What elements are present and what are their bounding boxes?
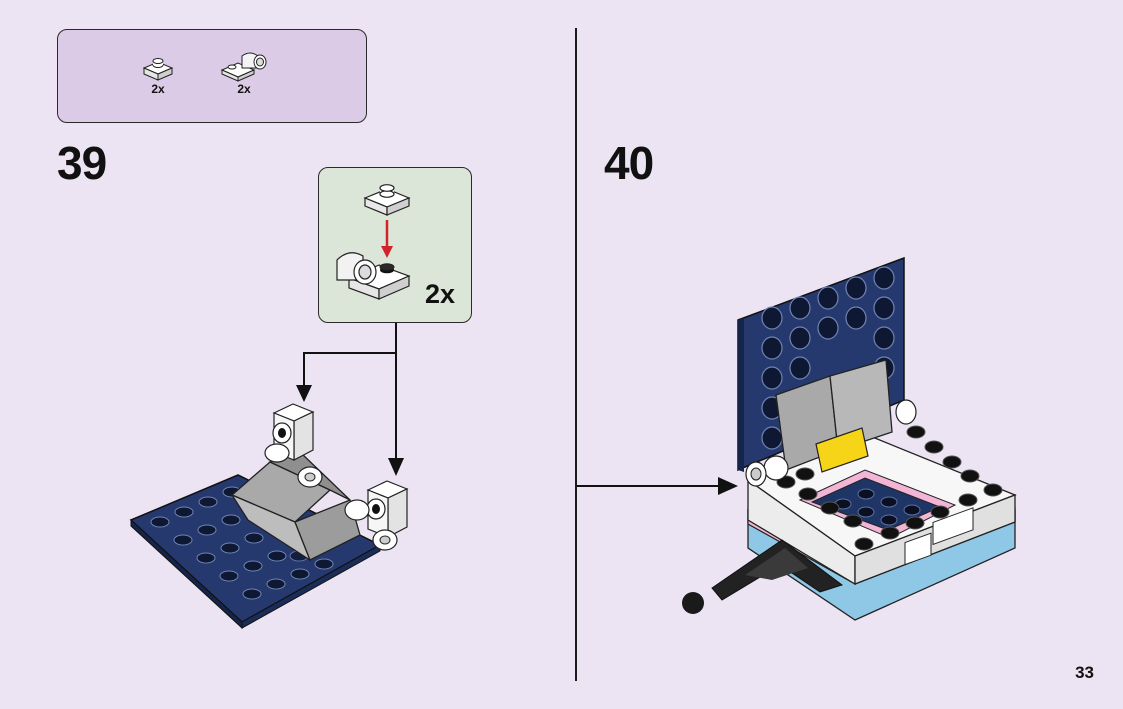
step-40-arrow bbox=[577, 477, 738, 495]
step-40-model bbox=[682, 258, 1015, 620]
callout-arrows bbox=[296, 323, 404, 476]
page-number: 33 bbox=[1075, 663, 1094, 683]
step-39-model bbox=[131, 404, 407, 628]
